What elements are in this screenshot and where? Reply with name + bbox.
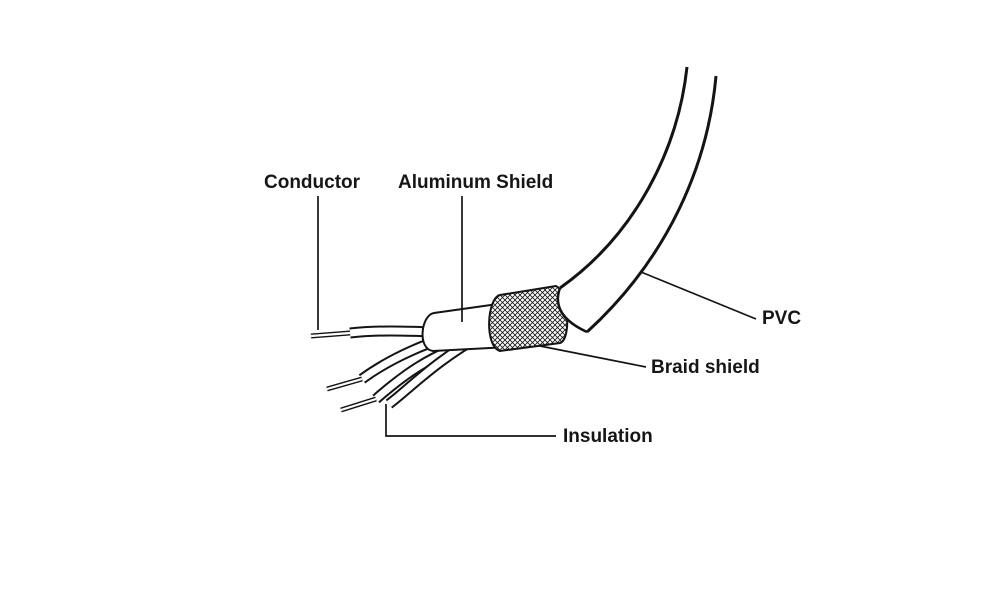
leader-line-insulation: [385, 404, 556, 437]
leader-line-pvc: [640, 271, 757, 320]
braid-shield-shape: [488, 284, 569, 353]
jacket-outer-edge: [559, 66, 689, 290]
label-braid-shield: Braid shield: [651, 357, 760, 378]
jacket-cut-face: [556, 287, 588, 334]
pvc-jacket-outline: [556, 66, 718, 334]
jacket-inner-edge: [585, 75, 718, 334]
label-conductor: Conductor: [264, 172, 361, 193]
leader-line-braid-shield: [539, 345, 647, 368]
leader-lines: [317, 196, 757, 437]
label-pvc: PVC: [762, 308, 802, 329]
pvc-jacket-fill: [557, 67, 716, 332]
label-insulation: Insulation: [563, 426, 653, 447]
label-aluminum-shield: Aluminum Shield: [398, 172, 554, 193]
